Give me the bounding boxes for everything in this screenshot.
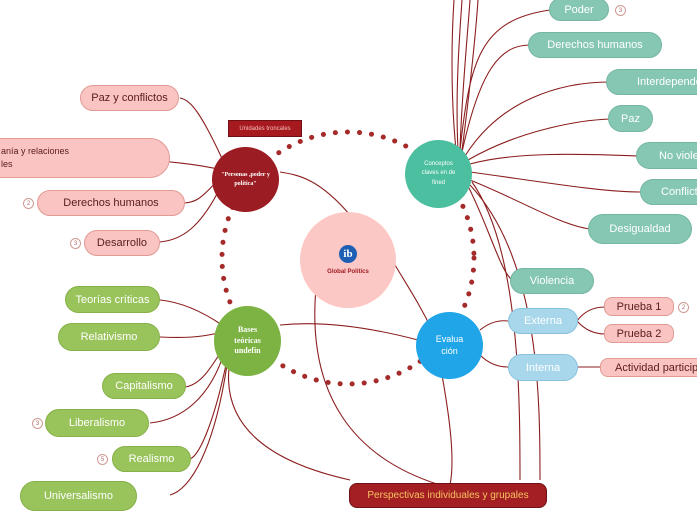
bases-item-relativismo[interactable]: Relativismo: [58, 323, 160, 351]
dotted-ring: [219, 129, 477, 387]
bases-item-realismo[interactable]: Realismo: [112, 446, 191, 472]
bases-item-liberalismo[interactable]: Liberalismo: [45, 409, 149, 437]
badge-derechos: 2: [23, 198, 34, 209]
evaluacion-hub-label: Evalua ción: [435, 333, 464, 356]
actividad-participacion[interactable]: Actividad particip: [600, 358, 697, 377]
center-node[interactable]: ib Global Politics: [300, 212, 396, 308]
bases-hub-label: Bases teóricas undefin: [234, 324, 261, 356]
bases-item-teorias[interactable]: Teorías críticas: [65, 286, 160, 313]
perspectivas-banner[interactable]: Perspectivas individuales y grupales: [349, 483, 547, 508]
bases-item-universalismo[interactable]: Universalismo: [20, 481, 137, 511]
prueba-1[interactable]: Prueba 1: [604, 297, 674, 316]
personas-item-ciudadania[interactable]: anía y relaciones les: [0, 138, 170, 178]
conceptos-item-conflicto[interactable]: Conflict: [640, 179, 697, 205]
badge-prueba-1: 2: [678, 302, 689, 313]
conceptos-item-desigualdad[interactable]: Desigualdad: [588, 214, 692, 244]
badge-liberalismo: 3: [32, 418, 43, 429]
conceptos-item-interdependencia[interactable]: Interdepende: [606, 69, 697, 95]
center-label: Global Politics: [327, 269, 369, 275]
bases-hub[interactable]: Bases teóricas undefin: [214, 306, 281, 376]
personas-hub[interactable]: "Personas ,poder y política": [212, 147, 279, 212]
conceptos-item-derechos[interactable]: Derechos humanos: [528, 32, 662, 58]
personas-item-paz[interactable]: Paz y conflictos: [80, 85, 179, 111]
personas-hub-label: "Personas ,poder y política": [221, 172, 270, 187]
conceptos-item-paz[interactable]: Paz: [608, 105, 653, 132]
unit-tag[interactable]: Unidades troncales: [228, 120, 302, 137]
badge-desarrollo: 3: [70, 238, 81, 249]
prueba-2[interactable]: Prueba 2: [604, 324, 674, 343]
bases-item-capitalismo[interactable]: Capitalismo: [102, 373, 186, 399]
conceptos-item-poder[interactable]: Poder: [549, 0, 609, 21]
evaluacion-item-externa[interactable]: Externa: [508, 308, 578, 334]
conceptos-hub[interactable]: Conceptos claves en de fined: [405, 140, 472, 208]
conceptos-hub-label: Conceptos claves en de fined: [421, 160, 456, 186]
personas-item-derechos[interactable]: Derechos humanos: [37, 190, 185, 216]
evaluacion-hub[interactable]: Evalua ción: [416, 312, 483, 379]
ib-logo-icon: ib: [339, 245, 357, 263]
personas-item-desarrollo[interactable]: Desarrollo: [84, 230, 160, 256]
conceptos-item-violencia[interactable]: Violencia: [510, 268, 594, 294]
conceptos-item-no-violencia[interactable]: No viole: [636, 142, 697, 169]
badge-poder: 3: [615, 5, 626, 16]
badge-realismo: 5: [97, 454, 108, 465]
evaluacion-item-interna[interactable]: Interna: [508, 354, 578, 381]
